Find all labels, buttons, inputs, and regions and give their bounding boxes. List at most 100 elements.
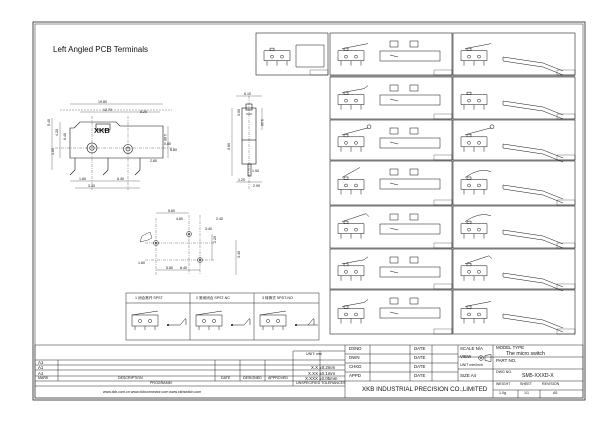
dimension-label: 3.10 bbox=[260, 119, 264, 126]
dimension-label: 19.80 bbox=[98, 100, 107, 104]
wiring-label-spst: 1 闭合常开 SPST bbox=[135, 296, 163, 300]
dimension-label: 2.20 bbox=[213, 236, 217, 243]
date-label: DATE bbox=[414, 364, 426, 369]
rev-col-designed: DESIGNED bbox=[243, 376, 262, 380]
rev-row: A1 bbox=[38, 370, 44, 376]
dimension-label: 1.60 bbox=[79, 177, 86, 181]
side-view bbox=[231, 95, 263, 190]
dimension-label: 12.70 bbox=[103, 108, 112, 112]
dimension-label: 4.80 bbox=[176, 217, 183, 221]
dimension-label: 2.80 bbox=[150, 159, 157, 163]
rev-row: A1 bbox=[38, 365, 44, 370]
dimension-label: 0.80 bbox=[164, 142, 171, 146]
date-label: DATE bbox=[414, 373, 426, 378]
variant-thumbnails bbox=[263, 40, 576, 335]
wiring-label-spst-nc: 2 常闭闭合 SPST-NC bbox=[196, 296, 230, 300]
variant-thumbnail bbox=[337, 297, 453, 335]
dwg-no-label: DWG NO. bbox=[496, 369, 513, 374]
dwn-label: DWN bbox=[349, 355, 360, 360]
switch-marking: XKB bbox=[94, 126, 110, 135]
variant-grid bbox=[255, 32, 576, 335]
tolerance-row: X.XX ±0.1mm bbox=[308, 370, 336, 376]
variant-thumbnail bbox=[460, 124, 576, 163]
size-label: SIZE A4 bbox=[460, 373, 477, 378]
rev-col-description: DESCRIPTION bbox=[118, 376, 143, 380]
scale-label: SCALE N/A bbox=[460, 346, 483, 351]
rev-col-date: DATE bbox=[221, 376, 231, 380]
weight-value: 1.0g bbox=[499, 391, 506, 395]
part-no-label: PART NO. bbox=[496, 358, 517, 363]
drawing-heading: Left Angled PCB Terminals bbox=[53, 45, 149, 54]
front-view bbox=[51, 103, 175, 190]
rev-row: A1 bbox=[38, 360, 44, 365]
tolerance-header: UNIT: mm bbox=[306, 352, 322, 356]
company-name: XKB INDUSTRIAL PRECISION CO.,LIMITED bbox=[362, 386, 488, 393]
revision-value: A5 bbox=[553, 391, 558, 395]
variant-thumbnail bbox=[337, 40, 453, 76]
dimension-label: 3.00 bbox=[237, 109, 241, 116]
dimension-label: 6.40 bbox=[63, 133, 67, 140]
dimension-label: 1.60 bbox=[51, 148, 55, 155]
dimension-label: 6.40 bbox=[180, 266, 187, 270]
wiring-label-spdt: 3 转换式 SPDT-NO bbox=[262, 296, 293, 300]
variant-thumbnail bbox=[263, 44, 329, 76]
model-name: The micro switch bbox=[506, 350, 545, 357]
dimension-label: 2.40 bbox=[216, 217, 223, 221]
wiring-diagram bbox=[195, 310, 251, 330]
dimension-label: 6.10 bbox=[244, 92, 251, 96]
variant-thumbnail bbox=[460, 301, 576, 335]
variant-thumbnail bbox=[460, 91, 576, 120]
variant-thumbnail bbox=[460, 255, 576, 292]
variant-thumbnail bbox=[460, 170, 576, 206]
wiring-table bbox=[125, 292, 320, 341]
dimension-label: 8.20 bbox=[140, 110, 147, 114]
tolerance-row: X.XXX ±0.05mm bbox=[305, 376, 338, 381]
dimension-label: 0.60 bbox=[227, 143, 231, 150]
site-links: www.xkb.com.cn www.xkbconnector.com www.… bbox=[103, 390, 202, 394]
variant-thumbnail bbox=[337, 213, 453, 249]
view-label: VIEW bbox=[460, 354, 472, 359]
sheet-label: SHEET bbox=[520, 382, 532, 386]
dsnd-label: DSND bbox=[349, 346, 362, 351]
pcb-layout bbox=[139, 212, 237, 275]
weight-label: WEIGHT bbox=[496, 382, 511, 386]
appd-label: APPD bbox=[349, 373, 361, 378]
variant-thumbnail bbox=[460, 43, 576, 76]
dimension-label: 3.40 bbox=[237, 251, 241, 258]
dimension-label: 4.20 bbox=[55, 129, 59, 136]
dimension-label: 5.40 bbox=[47, 119, 51, 126]
rev-col-approved: APPROVED bbox=[268, 376, 288, 380]
dimension-label: 3.40 bbox=[88, 184, 95, 188]
dimension-label: 2.90 bbox=[253, 184, 260, 188]
dimension-label: 6.40 bbox=[117, 177, 124, 181]
chkd-label: CHKD bbox=[349, 364, 362, 369]
variant-thumbnail bbox=[460, 214, 576, 249]
dimension-label: 3.40 bbox=[205, 227, 212, 231]
tolerance-row: X.X ±0.2mm bbox=[311, 365, 336, 370]
wiring-diagrams bbox=[131, 310, 318, 330]
unit-label: UNIT mm/inch bbox=[460, 363, 483, 367]
variant-thumbnail bbox=[337, 124, 453, 161]
dimension-label: 6.80 bbox=[170, 148, 177, 152]
date-label: DATE bbox=[414, 346, 426, 351]
dwg-no: SM5-XXXD-X bbox=[522, 373, 554, 379]
dimension-label: 1.50 bbox=[252, 169, 259, 173]
variant-thumbnail bbox=[337, 167, 453, 206]
tolerance-note: UNSPECIFIED TOLERANCES bbox=[296, 381, 346, 385]
dimension-label: 5.60 bbox=[168, 209, 175, 213]
dimension-label: 1.80 bbox=[163, 134, 167, 141]
model-type-label: MODEL TYPE bbox=[496, 345, 525, 350]
revision-label: REVISION bbox=[542, 382, 560, 386]
dimension-label: 1.20 bbox=[238, 178, 245, 182]
variant-thumbnail bbox=[337, 256, 453, 290]
dimension-label: 5.80 bbox=[166, 266, 173, 270]
rev-sub-label: PROGRAMM bbox=[150, 381, 172, 385]
date-label: DATE bbox=[414, 355, 426, 360]
sheet-value: 1/1 bbox=[524, 391, 529, 395]
dimension-label: 1.60 bbox=[138, 261, 145, 265]
wiring-diagram bbox=[259, 310, 318, 330]
variant-thumbnail bbox=[337, 84, 453, 120]
title-block-grid bbox=[34, 344, 584, 399]
